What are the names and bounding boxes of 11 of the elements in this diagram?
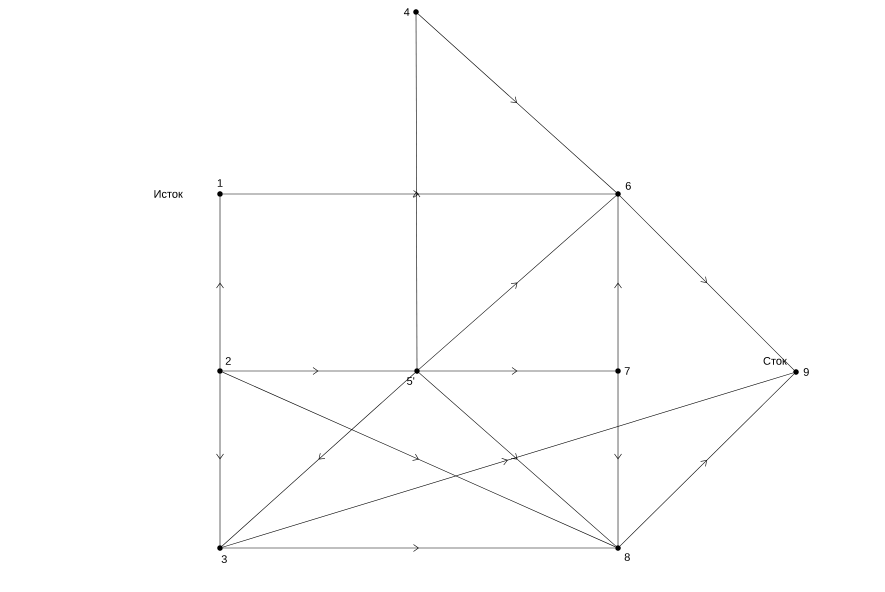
node-label: 1 (218, 179, 223, 187)
node-label: 8 (624, 553, 630, 561)
vertex-label: Сток (764, 357, 787, 365)
node-label: 5' (407, 377, 414, 385)
vertex-label: Исток (154, 190, 183, 198)
node-label: 4 (404, 8, 410, 16)
node-label: 2 (226, 357, 231, 365)
node-label: 6 (626, 182, 631, 190)
node-label: 9 (804, 368, 809, 376)
node-label: 7 (624, 367, 630, 375)
node-label: 3 (222, 555, 227, 563)
